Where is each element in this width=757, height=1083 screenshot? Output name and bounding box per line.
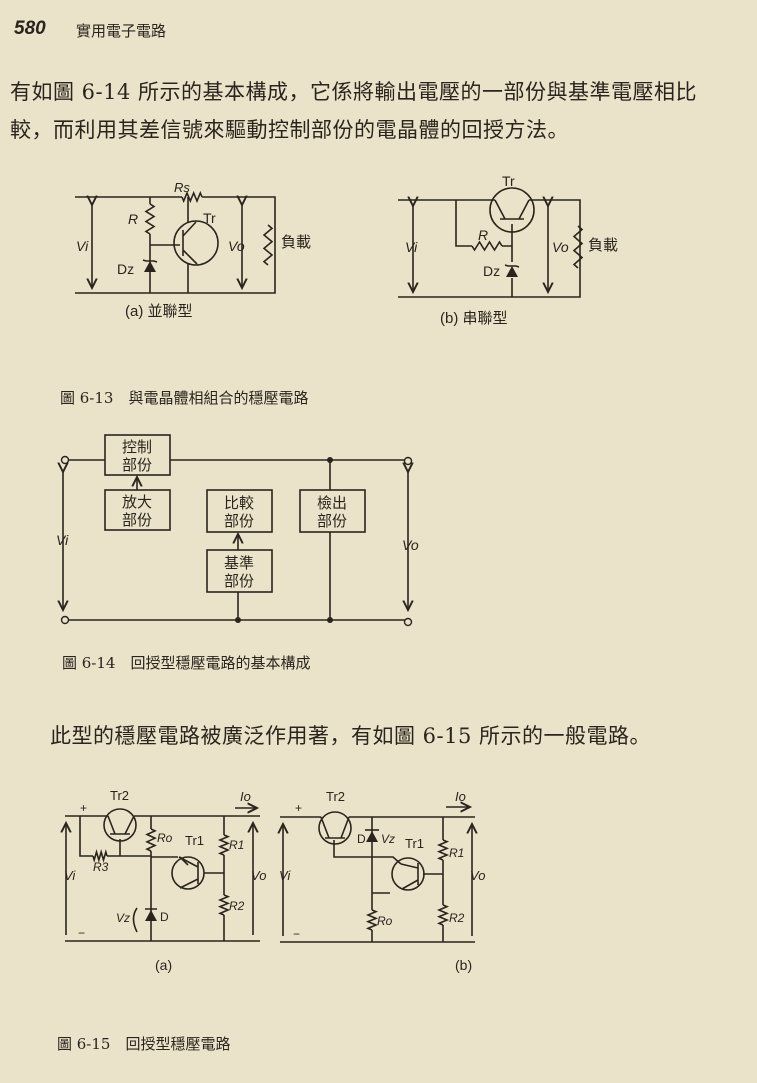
svg-text:部份: 部份 — [122, 457, 152, 474]
svg-text:比較: 比較 — [224, 494, 254, 512]
label-vo: Vo — [470, 868, 485, 883]
resistor-symbol — [365, 909, 379, 931]
paragraph-line: 較，而利用其差信號來驅動控制部份的電晶體的回授方法。 — [10, 118, 569, 142]
transistor-tr1-symbol — [171, 856, 205, 890]
resistor-symbol — [145, 828, 157, 852]
svg-text:控制: 控制 — [122, 439, 152, 456]
svg-text:檢出: 檢出 — [317, 495, 347, 512]
subfigure-label: (b) 串聯型 — [440, 310, 508, 327]
label-load: 負載 — [588, 237, 618, 254]
label-r2: R2 — [229, 899, 245, 913]
label-minus: − — [78, 926, 85, 940]
transistor-tr2-symbol — [318, 811, 352, 845]
transistor-symbol — [173, 220, 219, 266]
label-r1: R1 — [449, 846, 464, 860]
svg-text:部份: 部份 — [224, 573, 254, 590]
label-r2: R2 — [449, 911, 465, 925]
svg-text:部份: 部份 — [122, 512, 152, 529]
resistor-symbol — [92, 849, 108, 863]
label-ro: Ro — [157, 831, 173, 845]
resistor-symbol — [217, 894, 231, 916]
label-vi: Vi — [56, 532, 69, 548]
subfigure-label: (b) — [455, 957, 472, 973]
svg-text:基準: 基準 — [224, 555, 254, 572]
subfigure-label: (a) 並聯型 — [125, 303, 193, 320]
label-d: D — [357, 832, 366, 846]
transistor-tr1-symbol — [391, 857, 425, 891]
label-tr1: Tr1 — [405, 836, 424, 851]
zener-diode-icon — [145, 910, 157, 921]
figure-6-15b-circuit: Tr2 + − D Vz Tr1 R1 R2 Ro Vi Vo Io (b) — [279, 789, 485, 973]
figure-caption-6-13: 圖 6-13 與電晶體相組合的穩壓電路 — [60, 389, 309, 407]
transistor-symbol — [489, 187, 535, 233]
label-io: Io — [240, 789, 251, 804]
paragraph-line: 有如圖 6-14 所示的基本構成，它係將輸出電壓的一部份與基準電壓相比 — [10, 80, 698, 104]
label-vz: Vz — [381, 832, 395, 846]
zener-diode-icon — [144, 261, 156, 272]
svg-text:部份: 部份 — [224, 513, 254, 530]
page-number: 580 — [14, 18, 46, 39]
label-ro: Ro — [377, 914, 393, 928]
resistors — [92, 190, 584, 931]
label-dz: Dz — [483, 263, 500, 279]
label-tr2: Tr2 — [326, 789, 345, 804]
label-minus: − — [293, 927, 300, 941]
paragraph-line: 此型的穩壓電路被廣泛作用著，有如圖 6-15 所示的一般電路。 — [50, 724, 652, 748]
transistor-tr2-symbol — [103, 808, 137, 842]
svg-text:放大: 放大 — [122, 494, 152, 511]
label-plus: + — [80, 801, 87, 815]
label-vo: Vo — [251, 868, 266, 883]
resistor-symbol — [144, 203, 156, 235]
label-vz: Vz — [116, 911, 130, 925]
label-io: Io — [455, 789, 466, 804]
resistor-symbol — [436, 839, 450, 861]
resistor-symbol — [471, 240, 503, 252]
label-vi: Vi — [405, 239, 418, 255]
zener-diode-icon — [506, 266, 518, 277]
figure-6-13a-shunt-circuit: Rs R Tr Vi Vo Dz 負載 (a) 並聯型 — [75, 180, 311, 320]
label-vo: Vo — [552, 239, 569, 255]
label-r: R — [128, 211, 138, 227]
label-vi: Vi — [76, 238, 89, 254]
label-tr: Tr — [203, 210, 216, 226]
resistor-symbol — [262, 224, 274, 266]
figure-6-15a-circuit: Tr2 + − Ro Tr1 R1 R2 R3 Vi Vo Vz D Io (a… — [64, 788, 266, 973]
running-title: 實用電子電路 — [76, 22, 167, 40]
label-vi: Vi — [279, 868, 291, 883]
zener-diode-icon — [366, 831, 378, 842]
svg-text:部份: 部份 — [317, 513, 347, 530]
label-d: D — [160, 910, 169, 924]
block-control: 控制部份 — [104, 434, 171, 476]
label-dz: Dz — [117, 261, 134, 277]
label-plus: + — [295, 801, 302, 815]
label-load: 負載 — [281, 234, 311, 251]
resistor-symbol — [217, 834, 231, 856]
figure-6-13b-series-circuit: Tr R Vi Vo Dz 負載 (b) 串聯型 — [398, 173, 618, 327]
label-tr: Tr — [502, 173, 515, 189]
label-vo: Vo — [402, 537, 419, 553]
label-tr2: Tr2 — [110, 788, 129, 803]
label-r3: R3 — [93, 860, 109, 874]
figure-caption-6-14: 圖 6-14 回授型穩壓電路的基本構成 — [62, 654, 311, 672]
resistor-symbol — [436, 904, 450, 926]
label-vi: Vi — [64, 868, 76, 883]
label-tr1: Tr1 — [185, 833, 204, 848]
label-vo: Vo — [228, 238, 245, 254]
label-r1: R1 — [229, 838, 244, 852]
resistor-symbol — [181, 190, 203, 204]
subfigure-label: (a) — [155, 957, 172, 973]
resistor-symbol — [572, 225, 584, 269]
figure-caption-6-15: 圖 6-15 回授型穩壓電路 — [57, 1035, 231, 1053]
label-r: R — [478, 227, 488, 243]
label-rs: Rs — [174, 180, 190, 195]
